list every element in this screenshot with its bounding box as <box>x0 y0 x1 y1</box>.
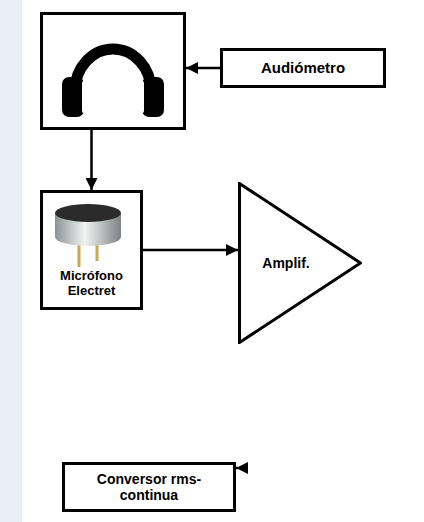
arrow-connector <box>236 467 238 470</box>
node-label: Micrófono Electret <box>47 269 136 299</box>
ear-cup <box>62 77 84 117</box>
node-label: Conversor rms-continua <box>73 471 225 503</box>
headband <box>75 49 151 91</box>
ear-cup <box>142 77 164 117</box>
arrow-connector <box>186 67 220 70</box>
converter-box: Conversor rms-continua <box>62 462 236 512</box>
ear-cup-gap <box>82 81 86 113</box>
amplifier-triangle: Amplif. <box>238 182 362 344</box>
headphones-box <box>40 12 186 130</box>
ear-cup-gap <box>140 81 144 113</box>
audiometer-box: Audiómetro <box>220 48 386 88</box>
arrow-connector <box>90 130 93 190</box>
capsule-face <box>55 204 121 222</box>
node-label: Audiómetro <box>261 59 345 76</box>
side-band <box>0 0 22 522</box>
arrow-connector <box>143 249 238 252</box>
headphones-icon <box>43 15 183 127</box>
node-label: Amplif. <box>262 255 309 271</box>
triangle <box>240 184 361 343</box>
microphone-box: Micrófono Electret <box>40 190 143 310</box>
electret-microphone-icon <box>43 193 132 275</box>
